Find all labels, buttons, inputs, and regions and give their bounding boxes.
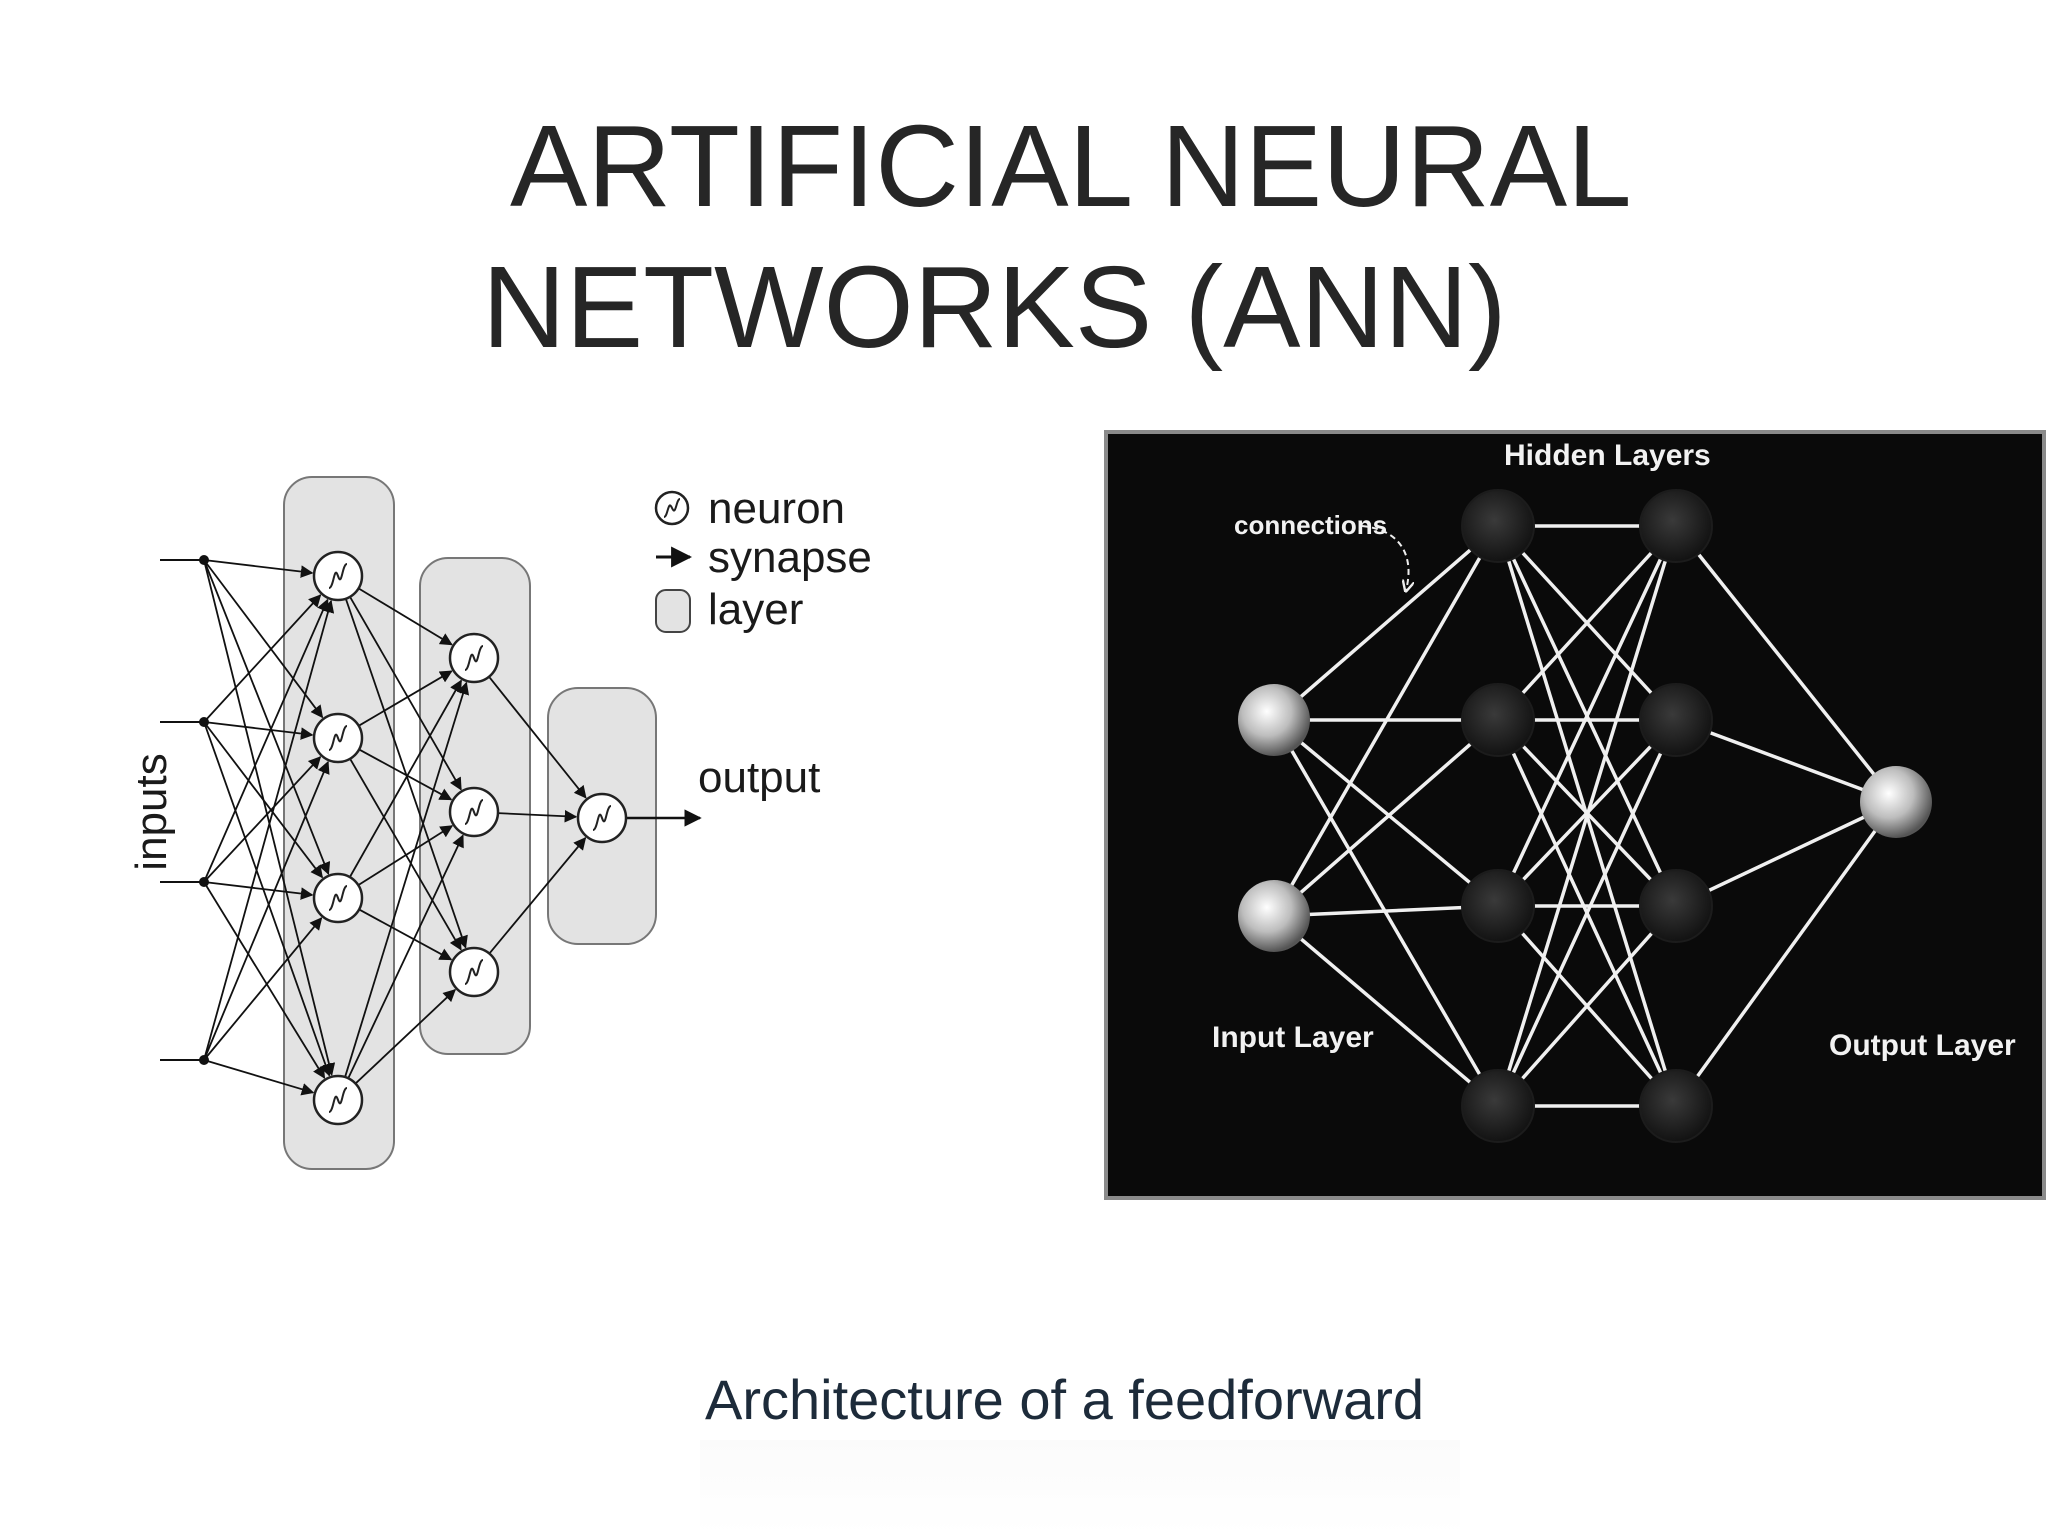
synapse-l1-to-l2 — [344, 598, 468, 949]
input-node-dot — [199, 717, 209, 727]
synapse-l1-to-l2 — [358, 587, 453, 646]
connection-input-to-hidden1 — [1272, 718, 1500, 918]
connections-arrow — [1361, 525, 1409, 590]
input-node-dot — [199, 555, 209, 565]
synapse-l2-to-l3 — [488, 676, 587, 799]
connection-input-to-hidden1 — [1272, 524, 1500, 722]
synapse-input-to-l1 — [203, 756, 322, 883]
connection-lines — [1272, 524, 1898, 1108]
synapse-input-to-l1 — [203, 594, 322, 723]
connection-input-to-hidden1 — [1273, 904, 1499, 918]
node-group — [1238, 489, 1932, 1143]
synapse-input-to-l1 — [203, 881, 314, 900]
connection-hidden1-to-hidden2 — [1496, 525, 1678, 907]
input-node-dot — [199, 877, 209, 887]
neuron-sigmoid-glyph — [328, 563, 348, 589]
hidden-neuron — [1639, 1069, 1713, 1143]
connection-hidden2-to-output — [1674, 800, 1898, 1108]
neuron-sigmoid-glyph — [328, 725, 348, 751]
synapse-input-to-l1 — [203, 559, 324, 719]
neuron-sigmoid-glyph — [464, 959, 484, 985]
synapse-l1-to-l2 — [354, 988, 456, 1085]
hidden-neuron — [1639, 869, 1713, 943]
connection-input-to-hidden1 — [1272, 719, 1500, 1107]
synapse-l1-to-l2 — [357, 825, 454, 886]
synapse-input-to-l1 — [203, 721, 324, 879]
synapse-l1-to-l2 — [344, 681, 470, 1078]
input-neuron — [1238, 880, 1310, 952]
synapse-input-to-l1 — [203, 559, 336, 1076]
synapse-input-to-l1 — [203, 559, 331, 876]
input-layer-label: Input Layer — [1212, 1021, 1374, 1054]
input-neuron — [1238, 684, 1310, 756]
connection-hidden1-to-hidden2 — [1496, 904, 1678, 1108]
input-node-dot — [199, 1055, 209, 1065]
synapse-l1-to-l2 — [349, 679, 462, 878]
neuron-sigmoid-glyph — [328, 1087, 348, 1113]
legend-layer-icon — [655, 589, 691, 633]
ann-layers-panel: Hidden Layers connections Input Layer Ou… — [1104, 430, 2046, 1200]
neuron-sigmoid-glyph — [592, 805, 612, 831]
hidden-neuron — [1461, 489, 1535, 563]
hidden-layers-label: Hidden Layers — [1504, 439, 1711, 472]
synapse-l2-to-l3 — [488, 837, 587, 955]
synapse-l1-to-l2 — [347, 834, 464, 1079]
inputs-label: inputs — [127, 753, 176, 870]
output-neuron — [1860, 766, 1932, 838]
legend-layer-label: layer — [708, 585, 803, 634]
synapse-input-to-l1 — [203, 559, 314, 578]
neuron-sigmoid-glyph — [464, 645, 484, 671]
connection-hidden2-to-output — [1675, 718, 1897, 804]
feedforward-network-diagram: neuron synapse layer inputs output — [127, 476, 872, 1170]
slide-title-line-1: ARTIFICIAL NEURAL — [510, 101, 1632, 231]
slide-title-line-2: NETWORKS (ANN) — [482, 242, 1507, 372]
connection-hidden2-to-output — [1674, 524, 1898, 804]
synapse-input-to-l1 — [203, 917, 323, 1061]
synapse-l1-to-l2 — [358, 670, 453, 727]
neuron-sigmoid-glyph — [464, 799, 484, 825]
synapse-input-to-l1 — [203, 1059, 315, 1096]
synapse-l1-to-l2 — [358, 748, 453, 801]
synapse-input-to-l1 — [203, 599, 335, 1061]
synapse-input-to-l1 — [203, 598, 329, 883]
hidden-neuron — [1461, 869, 1535, 943]
synapse-l2-to-l3 — [497, 809, 578, 823]
hidden-neuron — [1461, 1069, 1535, 1143]
synapse-input-to-l1 — [203, 721, 332, 1077]
hidden-neuron — [1639, 489, 1713, 563]
connection-hidden1-to-hidden2 — [1496, 719, 1678, 1107]
connection-input-to-hidden1 — [1272, 525, 1500, 917]
legend-neuron-label: neuron — [708, 484, 845, 533]
synapse-l1-to-l2 — [358, 908, 453, 961]
synapse-input-to-l1 — [203, 881, 326, 1079]
synapse-input-to-l1 — [203, 760, 330, 1061]
connection-input-to-hidden1 — [1272, 914, 1500, 1108]
legend-synapse-label: synapse — [708, 533, 872, 582]
neuron-group — [199, 550, 628, 1126]
synapse-connections — [160, 559, 702, 1096]
output-layer-label: Output Layer — [1829, 1029, 2016, 1062]
legend: neuron synapse layer — [654, 484, 872, 634]
output-label: output — [698, 753, 820, 802]
caption-fade — [700, 1440, 1460, 1536]
synapse-l1-to-l2 — [349, 758, 462, 951]
hidden-neuron — [1639, 683, 1713, 757]
connection-hidden1-to-hidden2 — [1496, 524, 1678, 722]
connection-hidden2-to-output — [1675, 800, 1897, 908]
hidden-neuron — [1461, 683, 1535, 757]
slide-caption: Architecture of a feedforward — [705, 1368, 1425, 1431]
connections-label: connections — [1234, 510, 1387, 540]
connection-hidden1-to-hidden2 — [1496, 525, 1678, 1107]
connection-input-to-hidden1 — [1272, 718, 1500, 908]
neuron-sigmoid-glyph — [328, 885, 348, 911]
